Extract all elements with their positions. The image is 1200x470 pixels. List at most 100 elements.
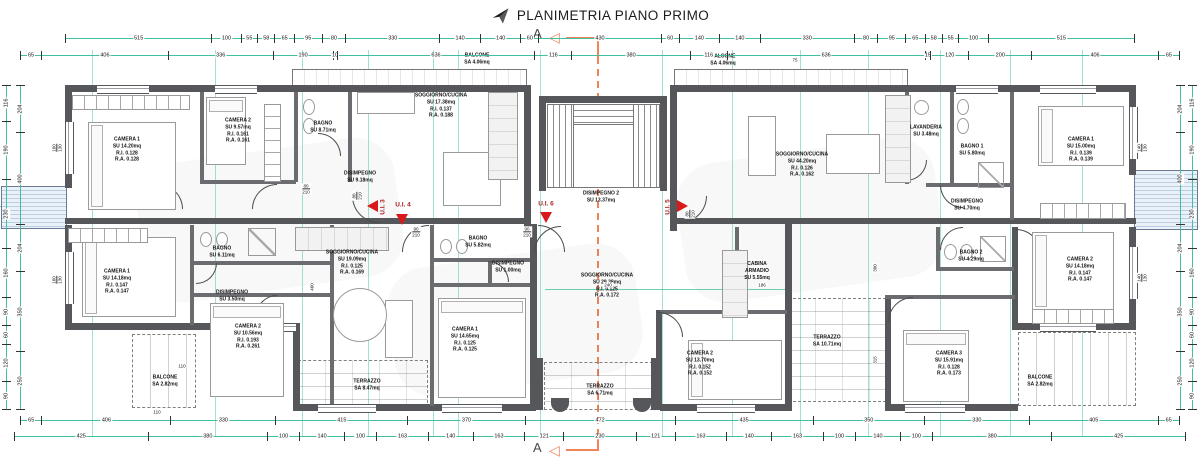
dimension-label: 110 [177,363,187,369]
room-label-line: SOGGIORNO/CUCINA [325,249,379,256]
room-label-line: SU 6.11mq [209,252,235,258]
dimension-value: 190 [1188,144,1196,156]
dimension-segment: 330 [759,34,854,43]
room-label-line: SU 8.71mq [310,127,336,133]
dimension-value: 75 [792,57,798,63]
unit-entrance-marker [677,200,688,212]
dimension-segment: 100 [899,432,932,441]
room-label-line: R.I. 0.128 [116,150,138,156]
shower [980,236,1006,262]
dimension-segment: 90 [1188,297,1197,325]
dimension-value: 140 [1136,274,1142,282]
dimension-value: 163 [695,432,707,440]
window [1129,107,1138,159]
wardrobe [72,95,190,110]
dimension-segment: 190 [272,51,333,60]
dimension-value: 230 [594,432,606,440]
dimension-segment: 90 [1188,381,1197,411]
dimension-segment: 10 [330,51,340,60]
room-label-line: R.A. 0.173 [937,370,961,377]
room-label-line: DISIMPEGNO [344,170,376,177]
room-label-line: SU 4.70mq [954,205,980,211]
north-arrow-icon [492,8,509,24]
dimension-value: 190 [2,144,10,156]
room-label-line: SU 29.38mq [592,279,621,286]
room-label-line: SU 5.82mq [465,242,491,248]
dimension-value: 330 [971,416,983,424]
window [1129,247,1138,299]
dimension-segment: 163 [472,432,525,441]
wall [434,283,530,287]
dimension-value: 230 [2,208,10,220]
dimension-value: 163 [396,432,409,440]
dimension-segment: 100 [822,432,855,441]
dimension-segment: 336 [167,51,273,60]
room-label-line: R.I. 0.126 [791,165,813,171]
dimension-value: 120 [2,357,10,369]
room-label-line: SOGGIORNO/CUCINA [775,151,829,158]
pillow [441,301,523,313]
column [633,398,651,412]
dimension-segment: 190 [2,120,11,179]
window [1040,323,1096,332]
dimension-segment: 120 [2,344,11,381]
room-label-line: LAVANDERIA [909,124,943,131]
shower [978,162,1004,188]
dimension-segment: 160 [1188,248,1197,297]
bath-fixture [303,99,315,115]
wall [670,218,1136,224]
dimension-segment: 515 [65,34,211,43]
room-label-line: ARMADIO [745,267,769,274]
bath-fixture [914,100,929,115]
dimension-value: 400 [16,172,24,185]
dimension-value: 160 [51,144,57,152]
pillow [91,125,103,207]
room-label-line: SOGGIORNO/CUCINA [580,272,634,279]
dimension-value: 636 [820,51,832,59]
dimension-value: 100 [910,432,922,440]
door-arc [658,312,683,337]
dimension-segment: 55 [941,34,959,43]
section-line-arm-bottom [566,449,599,451]
dimension-value: 160 [51,276,57,284]
dimension-value: 200 [994,51,1006,59]
window [318,404,376,413]
staircase-landing [573,124,634,188]
dimension-segment: 330 [923,416,1029,425]
wall [926,183,1014,187]
room-label-line: R.I. 0.139 [1070,150,1092,156]
dimension-value: 140 [734,34,746,42]
dimension-value: 204 [16,103,24,115]
dimension-value: 15 [923,51,932,59]
balcony [674,69,908,87]
kitchen-counter [488,92,518,180]
wardrobe [1032,309,1114,324]
room-label-line: SU 5.80mq [959,150,985,156]
dimension-value: 350 [16,306,24,318]
room-label-line: SU 10.56mq [233,330,263,337]
dimension-value: 65 [1164,51,1173,59]
bath-fixture [456,239,468,254]
dimension-segment: 204 [16,85,25,132]
wall [200,180,296,184]
unit-label: U.I. 5 [664,199,672,215]
dimension-segment: 636 [336,51,535,60]
wall [190,225,194,325]
dimension-segment: 160 [2,248,11,297]
dimension-segment: 140 [855,432,900,441]
